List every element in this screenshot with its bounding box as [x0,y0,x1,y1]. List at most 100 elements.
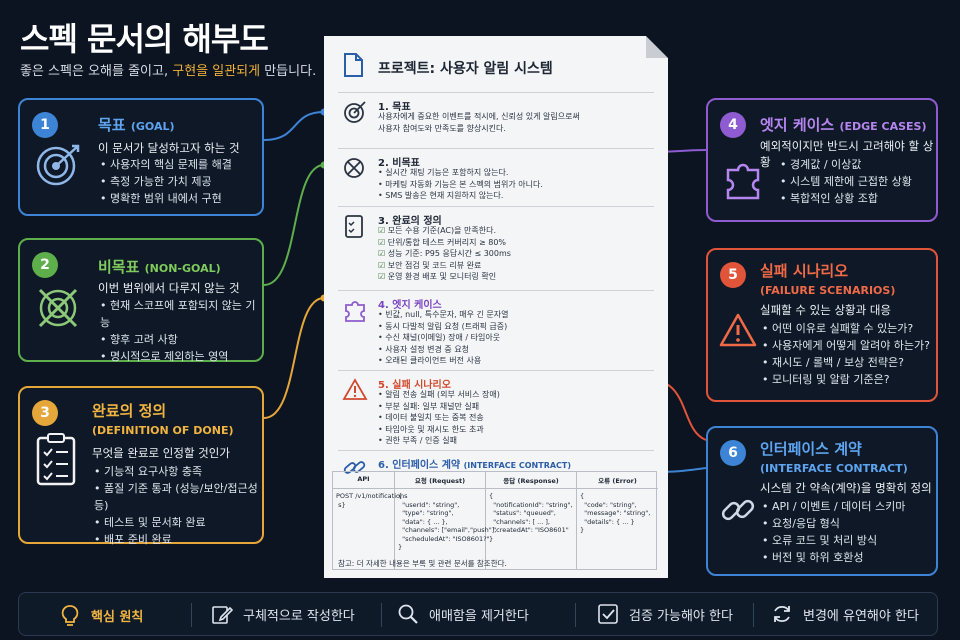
list-item: API / 이벤트 / 데이터 스키마 [762,498,905,515]
card-title: 실패 시나리오(FAILURE SCENARIOS) [760,262,896,297]
section-title: 2. 비목표 [378,158,420,169]
principle-item: 변경에 유연해야 한다 [771,603,919,625]
table-cell-api: POST /v1/notifications s} [333,489,408,569]
page-subtitle: 좋은 스펙은 오해를 줄이고, 구현을 일관되게 만듭니다. [20,64,317,79]
list-item: 경계값 / 이상값 [780,156,912,173]
edge-cases-card: 4 엣지 케이스 (EDGE CASES) 예외적이지만 반드시 고려해야 할 … [706,98,938,222]
table-cell-response: { "notificationId": "string", "status": … [486,489,577,569]
checklist-icon [345,215,363,238]
divider [381,603,382,627]
list-item: 향후 고려 사항 [100,331,262,348]
table-cell-error: { "code": "string", "message": "string",… [580,492,651,534]
list-item: 배포 준비 완료 [94,531,262,548]
section-body: 실시간 채팅 기능은 포함하지 않는다.마케팅 자동화 기능은 본 스펙의 범위… [378,167,543,202]
section-body: 모든 수용 기준(AC)을 만족한다.단위/통합 테스트 커버리지 ≥ 80%성… [378,225,511,283]
doc-section-dod: 3. 완료의 정의 모든 수용 기준(AC)을 만족한다.단위/통합 테스트 커… [338,206,654,290]
goal-card: 1 목표 (GOAL) 이 문서가 달성하고자 하는 것 사용자의 핵심 문제를… [18,98,264,216]
list-item: 시스템 제한에 근접한 상황 [780,173,912,190]
list-item: 명시적으로 제외하는 영역 [100,348,262,365]
card-list: 어떤 이유로 실패할 수 있는가? 사용자에게 어떻게 알려야 하는가? 재시도… [762,320,930,388]
list-item: 복합적인 상황 조합 [780,190,912,207]
card-description: 시스템 간 약속(계약)을 명확히 정의 [760,481,932,495]
list-item: 기능적 요구사항 충족 [94,463,262,480]
table-header: 요청 (Request) [395,472,486,489]
warning-icon [719,313,757,347]
card-title: 비목표 (NON-GOAL) [98,258,221,276]
step-number: 3 [32,400,58,426]
section-body: 알림 전송 실패 (외부 서비스 장애)부분 실패: 일부 채널만 실패데이터 … [378,389,500,447]
divider [753,603,754,627]
list-item: 모니터링 및 알람 기준은? [762,371,930,388]
card-description: 실패할 수 있는 상황과 대응 [760,303,892,317]
principles-bar: 핵심 원칙 구체적으로 작성한다 애매함을 제거한다 검증 가능해야 한다 변경… [18,592,938,636]
card-title: 목표 (GOAL) [98,116,175,134]
checklist-icon [36,433,76,486]
section-title: 1. 목표 [378,102,411,113]
list-item: 어떤 이유로 실패할 수 있는가? [762,320,930,337]
connector-nongoal [263,164,325,286]
document-footnote: 참고: 더 자세한 내용은 부록 및 관련 문서를 참조한다. [338,559,507,568]
card-description: 예외적이지만 반드시 고려해야 할 상황 [760,139,934,169]
table-cell-request: { "userId": "string", "type": "string", … [395,489,496,569]
step-number: 2 [32,252,58,278]
nongoal-card: 2 비목표 (NON-GOAL) 이번 범위에서 다루지 않는 것 현재 스코프… [18,238,264,365]
target-icon [344,101,366,123]
card-title: 인터페이스 계약(INTERFACE CONTRACT) [760,440,908,475]
list-item: 현재 스코프에 포함되지 않는 기능 [100,297,262,331]
card-description: 이번 범위에서 다루지 않는 것 [98,281,240,295]
spec-document: 프로젝트: 사용자 알림 시스템 1. 목표 사용자에게 중요한 이벤트를 적시… [324,36,668,578]
list-item: 버전 및 하위 호환성 [762,549,905,566]
card-list: API / 이벤트 / 데이터 스키마 요청/응답 형식 오류 코드 및 처리 … [762,498,905,566]
divider [575,603,576,627]
list-item: 테스트 및 문서화 완료 [94,514,262,531]
interface-contract-card: 6 인터페이스 계약(INTERFACE CONTRACT) 시스템 간 약속(… [706,426,938,576]
step-number: 6 [720,440,746,466]
doc-section-nongoal: 2. 비목표 실시간 채팅 기능은 포함하지 않는다.마케팅 자동화 기능은 본… [338,148,654,206]
list-item: 사용자의 핵심 문제를 해결 [100,156,232,173]
dod-card: 3 완료의 정의(DEFINITION OF DONE) 무엇을 완료로 인정할… [18,386,264,546]
interface-table: API 요청 (Request) 응답 (Response) 오류 (Error… [332,471,658,570]
card-list: 사용자의 핵심 문제를 해결 측정 가능한 가치 제공 명확한 범위 내에서 구… [100,156,232,207]
principle-item: 구체적으로 작성한다 [211,603,355,625]
section-title: 5. 실패 시나리오 [378,380,451,391]
puzzle-icon [345,301,365,322]
edit-icon [212,606,233,624]
section-title: 4. 엣지 케이스 [378,300,442,311]
doc-section-edge: 4. 엣지 케이스 빈값, null, 특수문자, 매우 긴 문자열동시 다발적… [338,290,654,370]
connector-goal [263,111,325,141]
step-number: 5 [720,262,746,288]
refresh-cycle-icon [774,605,790,623]
target-icon [36,144,80,186]
card-title: 엣지 케이스 (EDGE CASES) [760,116,927,134]
link-icon [721,499,755,521]
card-list: 현재 스코프에 포함되지 않는 기능 향후 고려 사항 명시적으로 제외하는 영… [100,297,262,365]
document-icon [344,53,363,77]
card-description: 무엇을 완료로 인정할 것인가 [92,446,230,460]
table-header: API [333,472,395,489]
step-number: 1 [32,112,58,138]
crossed-target-icon [38,288,78,328]
failure-scenarios-card: 5 실패 시나리오(FAILURE SCENARIOS) 실패할 수 있는 상황… [706,248,938,402]
connector-dod [263,297,325,419]
section-title: 3. 완료의 정의 [378,216,442,227]
list-item: 명확한 범위 내에서 구현 [100,190,232,207]
table-header: 응답 (Response) [486,472,577,489]
table-header: 오류 (Error) [577,472,658,489]
crossed-circle-icon [344,158,364,178]
list-item: 사용자에게 어떻게 알려야 하는가? [762,337,930,354]
principle-item: 검증 가능해야 한다 [597,603,733,625]
step-number: 4 [720,112,746,138]
checkbox-icon [598,604,618,624]
page-title: 스펙 문서의 해부도 [20,20,269,58]
list-item: 측정 가능한 가치 제공 [100,173,232,190]
principles-heading: 핵심 원칙 [59,603,143,627]
list-item: 오류 코드 및 처리 방식 [762,532,905,549]
principle-item: 애매함을 제거한다 [397,603,529,625]
card-list: 경계값 / 이상값 시스템 제한에 근접한 상황 복합적인 상황 조합 [780,156,912,207]
puzzle-icon [726,163,760,200]
section-title: 6. 인터페이스 계약 (INTERFACE CONTRACT) [378,460,572,471]
list-item: 요청/응답 형식 [762,515,905,532]
document-title: 프로젝트: 사용자 알림 시스템 [378,61,553,77]
